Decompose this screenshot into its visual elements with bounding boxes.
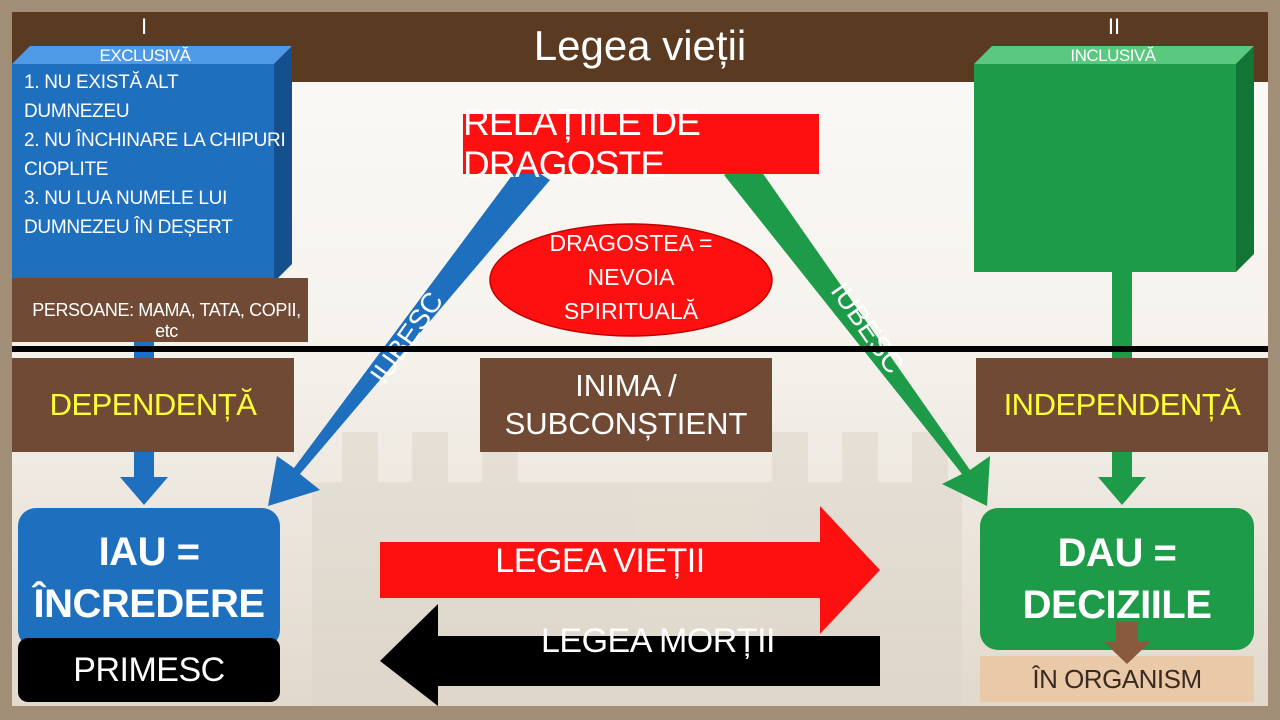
take-trust-box: IAU = ÎNCREDERE	[18, 508, 280, 648]
commandment-line: CIOPLITE	[24, 159, 109, 180]
right-label-inclusive: INCLUSIVĂ	[1070, 46, 1156, 65]
love-need-text: DRAGOSTEA = NEVOIA SPIRITUALĂ	[488, 226, 774, 328]
give-line: DAU =	[1057, 531, 1177, 575]
dependence-box: DEPENDENȚĂ	[12, 358, 294, 452]
heart-line: INIMA /	[575, 368, 677, 403]
relations-text: RELAȚIILE DE DRAGOSTE	[463, 102, 701, 185]
take-line: IAU =	[98, 530, 200, 574]
give-line: DECIZIILE	[1022, 583, 1212, 627]
diagonal-arrows	[268, 158, 990, 506]
blue-diagonal-arrow	[268, 162, 550, 506]
slide-title: Legea vieții	[533, 22, 747, 69]
heart-box: INIMA / SUBCONȘTIENT	[480, 358, 772, 452]
green-diagonal-arrow	[724, 158, 990, 506]
commandment-line: 2. NU ÎNCHINARE LA CHIPURI	[24, 130, 286, 151]
heart-line: SUBCONȘTIENT	[504, 406, 748, 441]
law-arrows	[380, 506, 880, 706]
give-decisions-box: DAU = DECIZIILE	[980, 508, 1254, 650]
left-blue-box-3d	[12, 46, 292, 282]
commandment-line: 1. NU EXISTĂ ALT DUMNEZEU	[24, 72, 178, 122]
left-roman-numeral: I	[140, 14, 148, 39]
commandment-line: 3. NU LUA NUMELE LUI	[24, 188, 228, 209]
right-roman-numeral: II	[1107, 14, 1121, 39]
independence-text: INDEPENDENȚĂ	[1003, 387, 1241, 422]
love-need-line: NEVOIA	[587, 264, 675, 290]
organism-text: ÎN ORGANISM	[1032, 663, 1202, 694]
love-need-line: DRAGOSTEA =	[549, 230, 713, 256]
dependence-text: DEPENDENȚĂ	[49, 387, 257, 422]
receive-box: PRIMESC	[18, 638, 280, 702]
law-of-death-text: LEGEA MORȚII	[541, 622, 775, 660]
persons-box: PERSOANE: MAMA, TATA, COPII, etc	[12, 278, 308, 342]
slide: Legea vieții I EXCLUSIVĂ 1. NU EXISTĂ AL…	[12, 12, 1268, 706]
independence-box: INDEPENDENȚĂ	[976, 358, 1268, 452]
persons-text: PERSOANE: MAMA, TATA, COPII, etc	[32, 300, 301, 341]
commandments-list: 1. NU EXISTĂ ALT DUMNEZEU 2. NU ÎNCHINAR…	[12, 48, 286, 242]
law-of-death-arrow	[380, 604, 880, 706]
love-ellipse	[489, 223, 773, 337]
receive-text: PRIMESC	[73, 650, 225, 689]
law-of-life-text: LEGEA VIEȚII	[495, 542, 705, 580]
right-green-box-3d	[974, 46, 1254, 272]
organism-down-arrow	[1104, 622, 1150, 664]
divider-line	[12, 346, 1268, 352]
relations-box: RELAȚIILE DE DRAGOSTE	[463, 102, 819, 185]
love-need-line: SPIRITUALĂ	[563, 298, 699, 324]
take-line: ÎNCREDERE	[33, 582, 265, 626]
organism-box: ÎN ORGANISM	[980, 656, 1254, 702]
left-label-exclusive: EXCLUSIVĂ	[99, 46, 191, 65]
law-of-life-arrow	[380, 506, 880, 634]
commandment-line: DUMNEZEU ÎN DEȘERT	[24, 217, 233, 238]
